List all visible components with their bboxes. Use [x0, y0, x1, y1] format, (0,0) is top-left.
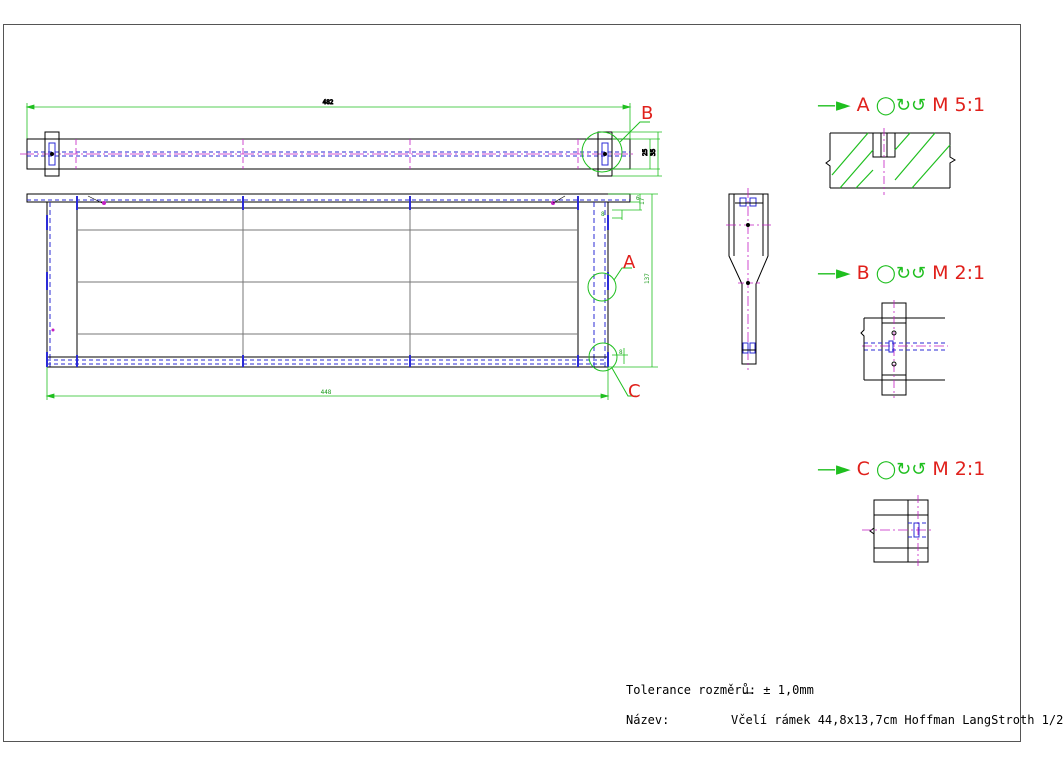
detail-c-title: —► C ◯↻↺ M 2:1	[817, 458, 985, 480]
top-view: 482	[20, 99, 662, 177]
detail-b-letter: B	[856, 262, 870, 284]
dimension-height-top	[612, 131, 662, 177]
tolerance-label: Tolerance rozměrů:	[626, 683, 757, 697]
detail-c-scale: M 2:1	[932, 458, 986, 480]
rotate-view-icon: ◯↻↺	[875, 95, 927, 116]
callout-a-label: A	[623, 252, 636, 273]
dim-text-448: 448	[321, 389, 332, 396]
detail-a-letter: A	[856, 94, 870, 116]
dimension-137	[608, 193, 658, 368]
callout-c-label: C	[628, 381, 641, 402]
detail-c-letter: C	[856, 458, 870, 480]
detail-b-drawing	[860, 300, 948, 398]
drawing-sheet: 482	[3, 24, 1063, 742]
dim-text-482: 482	[323, 99, 334, 106]
dim-text-25: 25	[642, 148, 649, 156]
front-view	[26, 193, 658, 400]
callout-b-label: B	[641, 103, 653, 124]
detail-a-scale: M 5:1	[932, 94, 986, 116]
arrow-right-icon: —►	[817, 94, 851, 116]
dimension-448	[45, 367, 610, 400]
dimension-482	[25, 103, 632, 139]
detail-c-drawing	[862, 495, 932, 566]
drawing-border	[3, 24, 1021, 742]
name-value: Včelí rámek 44,8x13,7cm Hoffman LangStro…	[731, 713, 1063, 727]
dim-text-35: 35	[650, 148, 657, 156]
dim-text-8-bottom: 8	[619, 349, 623, 356]
detail-a-drawing	[825, 128, 956, 195]
rotate-view-icon: ◯↻↺	[875, 263, 927, 284]
detail-b-title: —► B ◯↻↺ M 2:1	[817, 262, 985, 284]
detail-b-scale: M 2:1	[932, 262, 986, 284]
tolerance-value: ± 1,0mm	[763, 683, 814, 697]
dim-text-8-top: 8	[601, 211, 605, 218]
arrow-right-icon: —►	[817, 262, 851, 284]
dim-text-17: 17	[639, 197, 646, 205]
rotate-view-icon: ◯↻↺	[876, 459, 927, 480]
tolerance-row: Tolerance rozměrů: ± 1,0mm	[626, 683, 814, 697]
detail-a-title: —► A ◯↻↺ M 5:1	[817, 94, 985, 116]
arrow-right-icon: —►	[817, 458, 851, 480]
name-label: Název:	[626, 713, 670, 727]
dim-text-6: 6	[636, 195, 640, 202]
dim-text-137: 137	[644, 273, 651, 284]
side-view	[726, 188, 771, 370]
technical-drawing: 482	[20, 99, 956, 694]
